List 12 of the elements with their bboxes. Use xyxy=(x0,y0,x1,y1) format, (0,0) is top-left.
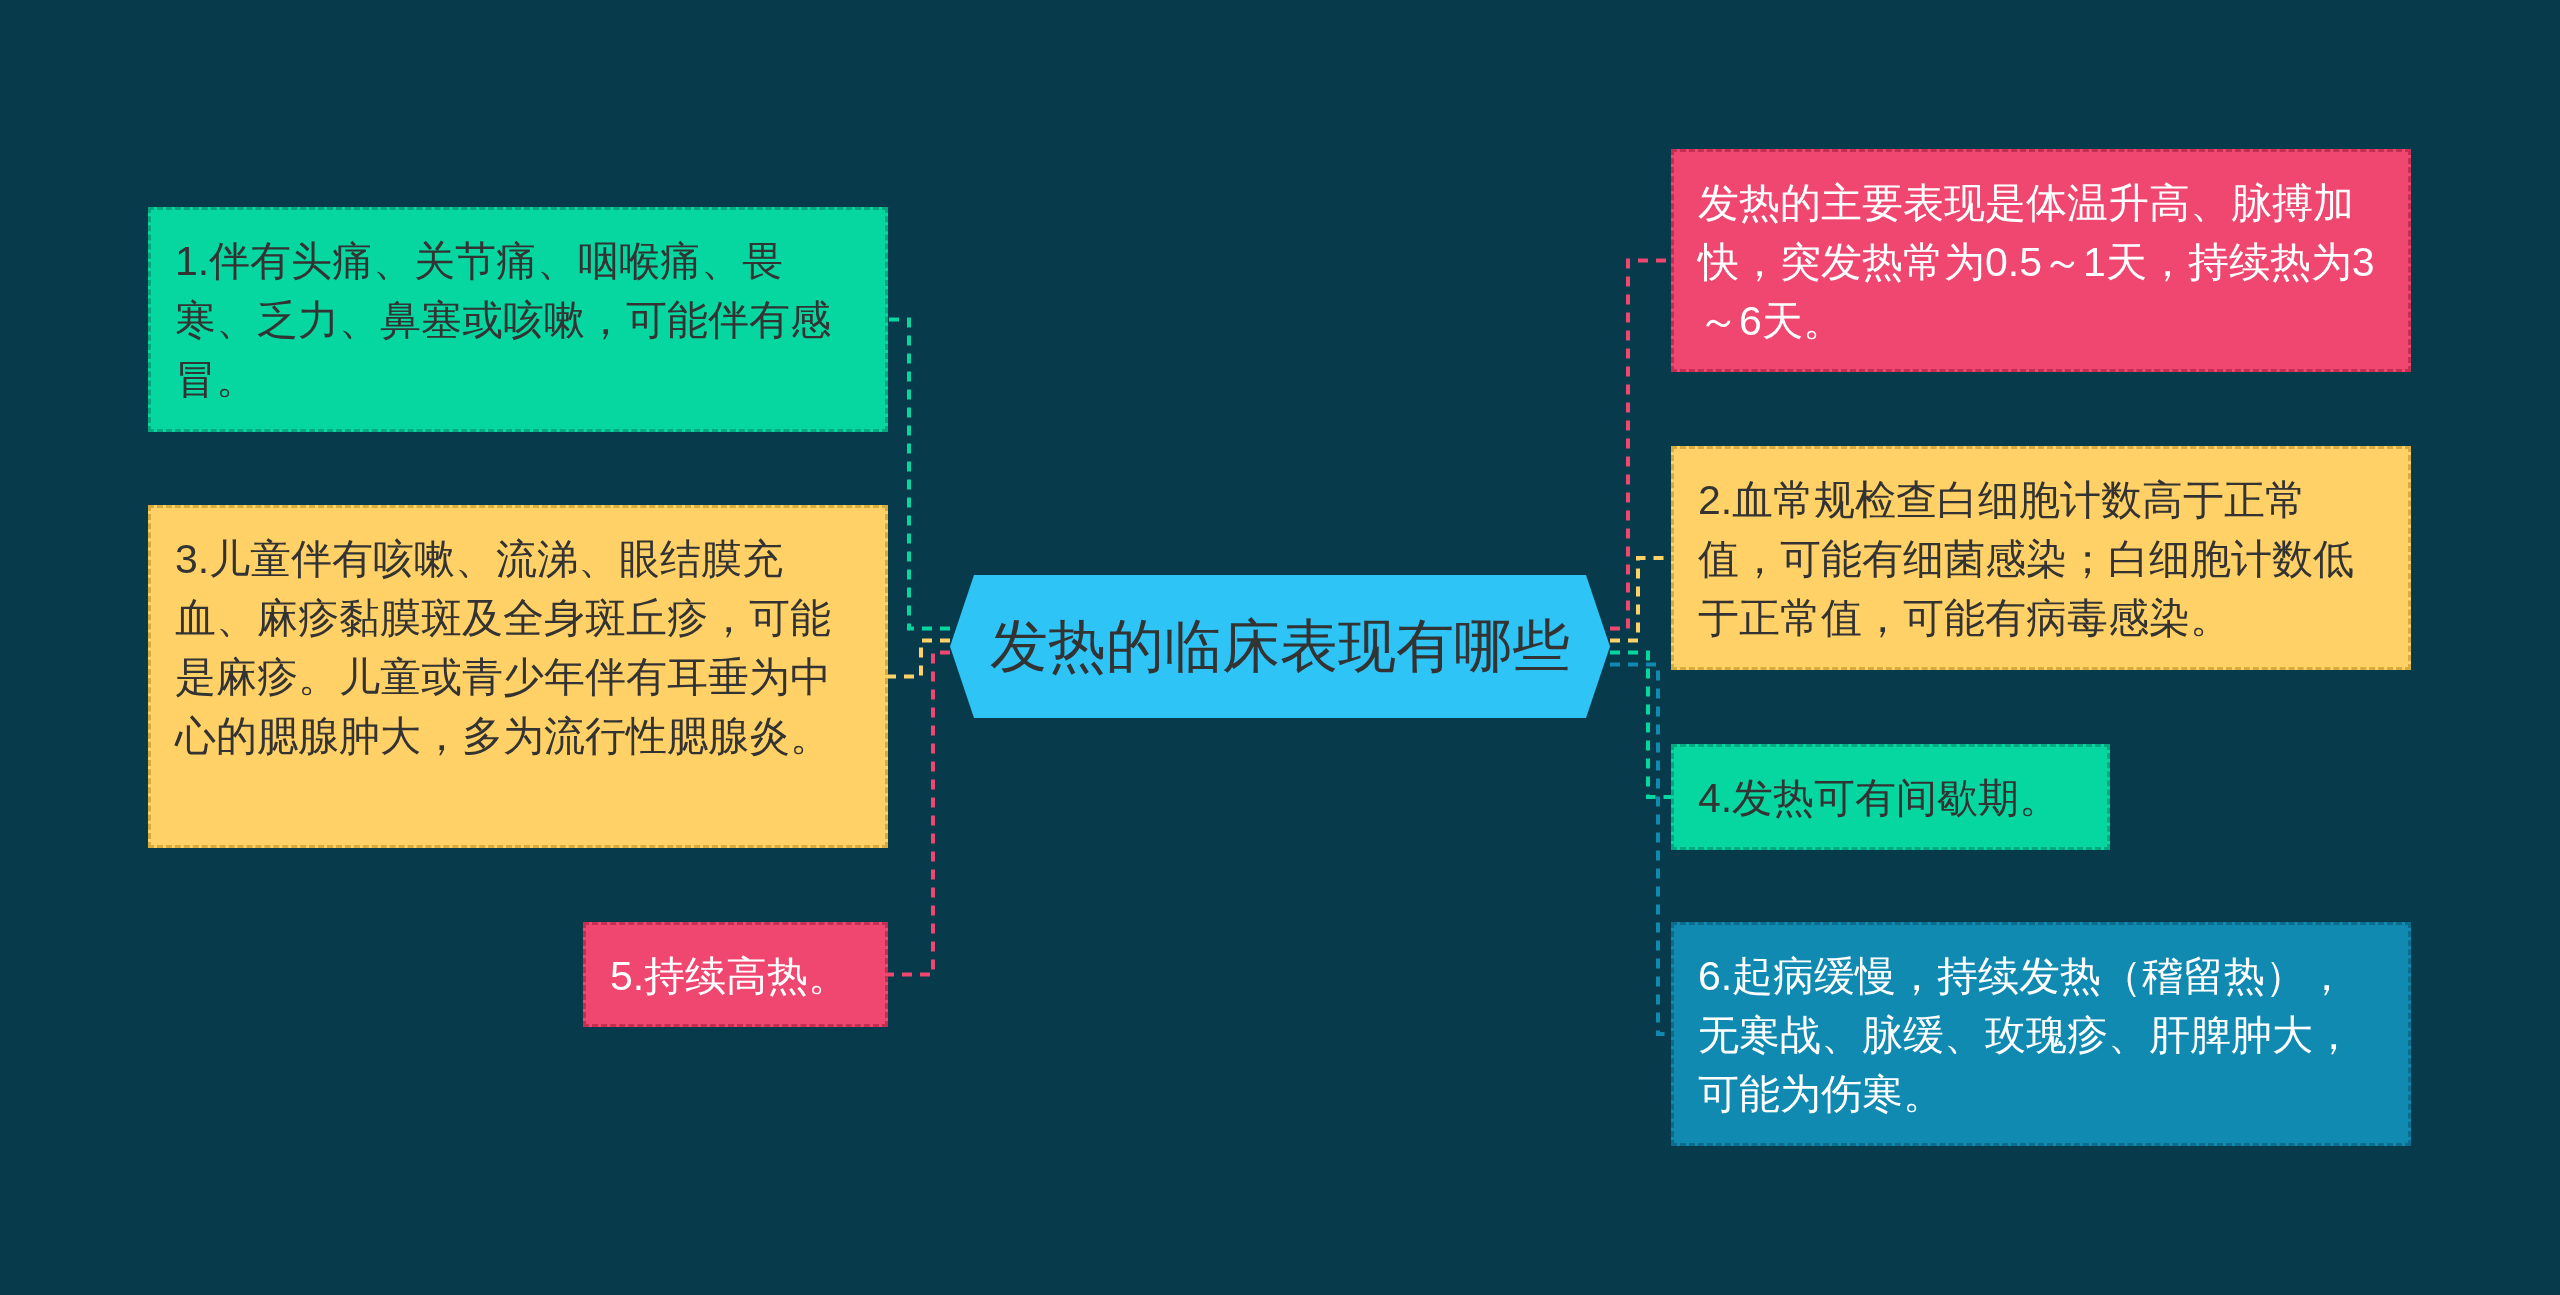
connector-line xyxy=(888,650,950,977)
topic-box: 2.血常规检查白细胞计数高于正常值，可能有细菌感染；白细胞计数低于正常值，可能有病毒感染。 xyxy=(1671,446,2411,670)
topic-box: 4.发热可有间歇期。 xyxy=(1671,744,2110,850)
connector-line xyxy=(888,317,950,631)
topic-box: 3.儿童伴有咳嗽、流涕、眼结膜充血、麻疹黏膜斑及全身斑丘疹，可能是麻疹。儿童或青少年伴有耳垂为中心的腮腺肿大，多为流行性腮腺炎。 xyxy=(148,505,888,848)
topic-hexagon: 发热的临床表现有哪些 xyxy=(950,575,1610,718)
topic-box: 5.持续高热。 xyxy=(583,922,888,1027)
topic-box: 1.伴有头痛、关节痛、咽喉痛、畏寒、乏力、鼻塞或咳嗽，可能伴有感冒。 xyxy=(148,207,888,432)
connector-line xyxy=(888,638,950,679)
topic-box: 6.起病缓慢，持续发热（稽留热），无寒战、脉缓、玫瑰疹、肝脾肿大，可能为伤寒。 xyxy=(1671,922,2411,1146)
topic-box: 发热的主要表现是体温升高、脉搏加快，突发热常为0.5～1天，持续热为3～6天。 xyxy=(1671,149,2411,372)
connector-line xyxy=(1610,650,1671,799)
